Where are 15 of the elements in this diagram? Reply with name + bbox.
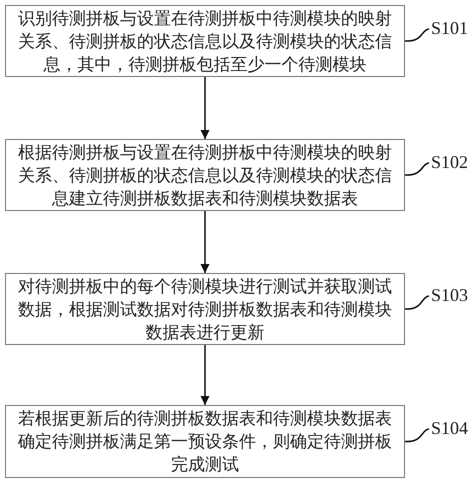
arrow <box>200 77 210 139</box>
step-text: 若根据更新后的待测拼板数据表和待测模块数据表确定待测拼板满足第一预设条件，则确定待测拼板完成测试 <box>17 408 393 476</box>
leader-line <box>405 428 430 442</box>
step-text: 识别待测拼板与设置在待测拼板中待测模块的映射关系、待测拼板的状态信息以及待测模块的状态信息，其中，待测拼板包括至少一个待测模块 <box>17 8 393 76</box>
leader-line <box>405 28 430 42</box>
leader-line <box>405 295 430 310</box>
step-number: S102 <box>431 151 468 173</box>
step-text: 对待测拼板中的每个待测模块进行测试并获取测试数据，根据测试数据对待测拼板数据表和待测模块数据表进行更新 <box>17 276 393 344</box>
leader-line <box>405 162 430 176</box>
step-number: S104 <box>431 417 468 439</box>
arrow <box>200 211 210 273</box>
step-number: S103 <box>431 284 468 306</box>
step-number: S101 <box>431 17 468 39</box>
step-text: 根据待测拼板与设置在待测拼板中待测模块的映射关系、待测拼板的状态信息以及待测模块的状态信息建立待测拼板数据表和待测模块数据表 <box>17 142 393 210</box>
arrow <box>200 345 210 405</box>
